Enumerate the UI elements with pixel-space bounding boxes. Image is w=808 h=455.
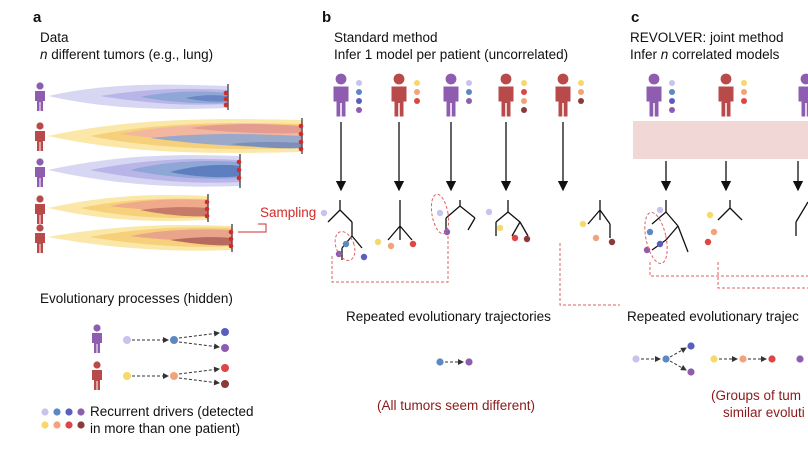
process-row-red	[92, 361, 229, 390]
tumor-fishplot-3	[35, 154, 242, 188]
panel-c-title: REVOLVER: joint method	[630, 30, 784, 45]
panel-c-subtitle: Infer n correlated models	[630, 47, 779, 63]
legend-line-2: in more than one patient)	[90, 421, 241, 436]
panel-c-arrows	[660, 161, 804, 192]
panel-b-title: Standard method	[334, 30, 438, 45]
panel-b-arrows	[335, 122, 569, 192]
process-row-purple	[92, 324, 229, 353]
panel-b-dashed-links	[331, 193, 620, 306]
panel-b-box-trajectory	[436, 358, 473, 366]
panel-c-subtitle-prefix: Infer	[630, 47, 661, 62]
joint-model-bar	[633, 121, 808, 159]
panel-c-tree-dots	[643, 206, 718, 254]
tumor-fishplot-1	[35, 82, 229, 111]
panel-b-trees	[327, 200, 611, 260]
tumor-fishplot-4	[35, 194, 210, 224]
panel-c-box-trajectories	[632, 342, 804, 376]
panel-b-box-note: (All tumors seem different)	[377, 398, 536, 413]
panel-c-patients	[646, 73, 808, 117]
panel-b-label: b	[322, 9, 332, 26]
sampling-label: Sampling	[260, 205, 317, 220]
sampling-callout-line	[238, 223, 267, 233]
patient-icon	[35, 195, 45, 224]
panel-c-subtitle-rest: correlated models	[668, 47, 780, 62]
panel-c-box-note-2: similar evoluti	[723, 405, 805, 420]
panel-b-trajectories-title: Repeated evolutionary trajectories	[346, 309, 551, 324]
patient-icon	[35, 82, 45, 111]
panel-b-patients	[333, 73, 584, 117]
patient-icon	[35, 158, 45, 187]
tumor-fishplot-5	[35, 224, 234, 253]
panel-a-title: Data	[40, 30, 69, 45]
panel-a-subtitle-rest: different tumors (e.g., lung)	[47, 47, 214, 62]
panel-b-subtitle: Infer 1 model per patient (uncorrelated)	[334, 47, 569, 62]
panel-a-label: a	[33, 9, 42, 26]
panel-a-subtitle: n different tumors (e.g., lung)	[40, 47, 213, 63]
patient-icon	[35, 122, 45, 151]
panel-c-box-note-1: (Groups of tum	[711, 388, 802, 403]
panel-c-label: c	[631, 9, 640, 26]
legend-driver-dots	[41, 408, 85, 429]
n-italic: n	[660, 47, 669, 62]
processes-title: Evolutionary processes (hidden)	[40, 291, 233, 306]
panel-c-dashed-links	[644, 211, 808, 289]
panel-b-tree-dots	[320, 208, 616, 261]
legend-line-1: Recurrent drivers (detected	[90, 404, 254, 419]
panel-c-trajectories-title: Repeated evolutionary trajec	[627, 309, 799, 324]
tumor-fishplot-2	[35, 118, 304, 154]
patient-icon	[35, 224, 45, 253]
n-italic: n	[40, 47, 48, 62]
panel-c-trees	[651, 200, 808, 253]
